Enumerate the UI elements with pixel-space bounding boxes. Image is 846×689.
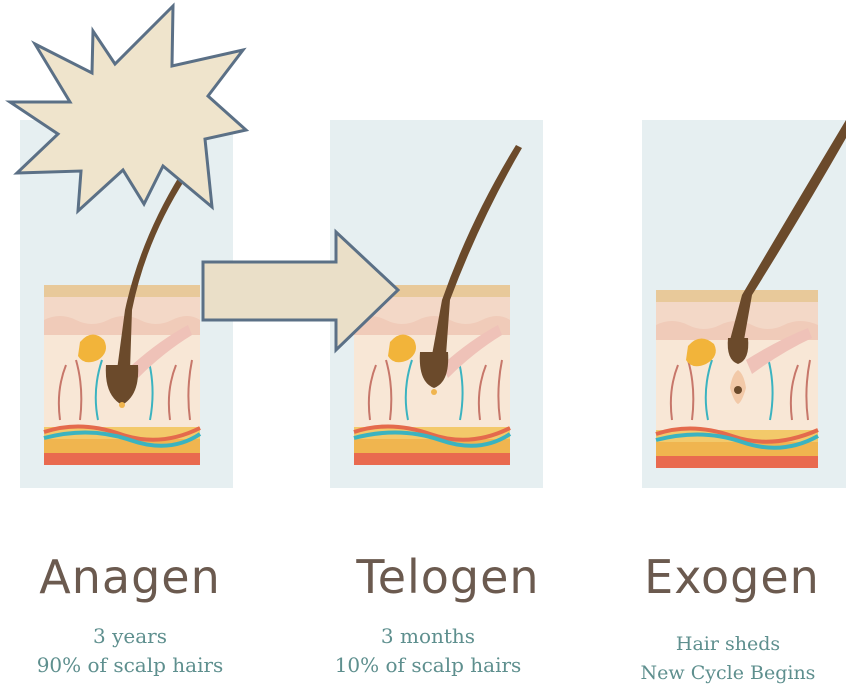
telogen-percentage: 10% of scalp hairs — [298, 653, 558, 677]
anagen-duration: 3 years — [0, 624, 260, 648]
exogen-title: Exogen — [618, 550, 846, 604]
exogen-description: Hair sheds — [610, 633, 846, 655]
right-arrow-shape — [198, 228, 410, 358]
telogen-title: Telogen — [318, 550, 578, 604]
anagen-title: Anagen — [0, 550, 260, 604]
anagen-percentage: 90% of scalp hairs — [0, 653, 260, 677]
telogen-duration: 3 months — [298, 624, 558, 648]
exogen-new-cycle: New Cycle Begins — [610, 662, 846, 684]
exogen-illustration-panel — [642, 120, 846, 488]
hair-follicle-illustration — [642, 120, 846, 488]
starburst-shape — [0, 0, 260, 250]
